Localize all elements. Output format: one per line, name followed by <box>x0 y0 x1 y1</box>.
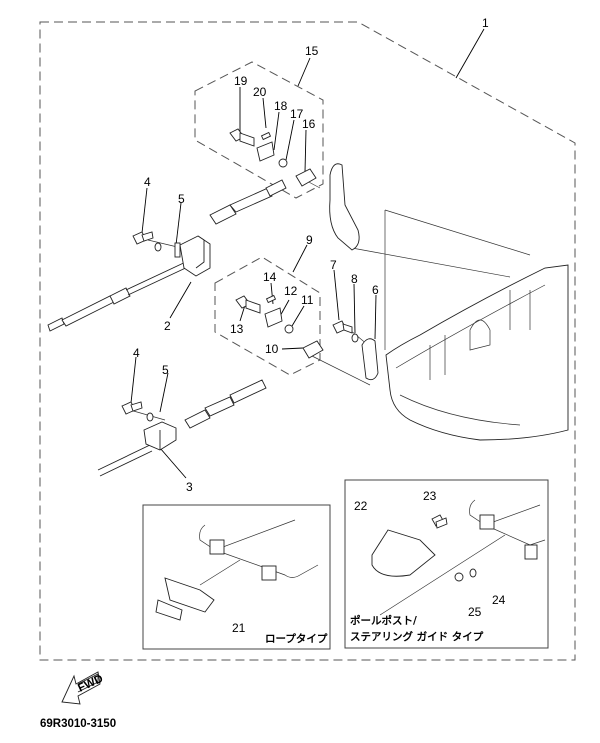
callout-6: 6 <box>372 283 379 297</box>
callout-11: 11 <box>301 293 314 307</box>
fwd-label: FWD <box>76 673 105 695</box>
subassembly-15-boundary <box>194 61 324 199</box>
callout-25: 25 <box>468 605 482 619</box>
control-lever <box>329 163 360 251</box>
callout-16: 16 <box>302 117 316 131</box>
rope-type-caption: ロープタイプ <box>265 632 328 645</box>
callout-13: 13 <box>230 322 244 336</box>
callout-14: 14 <box>263 270 277 284</box>
callout-7: 7 <box>330 258 337 272</box>
callout-9: 9 <box>306 233 313 247</box>
bracket-2 <box>174 235 211 277</box>
callout-8: 8 <box>351 272 358 286</box>
callout-20: 20 <box>253 85 267 99</box>
subassembly-9-parts <box>235 294 324 359</box>
bolt-7 <box>332 320 353 334</box>
inset-rope-type <box>142 504 331 650</box>
callout-22: 22 <box>354 499 368 513</box>
callout-3: 3 <box>186 480 193 494</box>
washer-8 <box>351 333 359 343</box>
callout-4-upper: 4 <box>144 175 151 189</box>
pole-post-caption-line1: ポールポスト/ <box>350 614 417 627</box>
callout-4-lower: 4 <box>133 346 140 360</box>
washer-5-lower <box>146 412 154 422</box>
callout-19: 19 <box>234 74 248 88</box>
assembly-boundary <box>39 21 576 661</box>
callout-5-upper: 5 <box>178 192 185 206</box>
callout-labels: 1 2 3 4 4 5 5 6 7 8 9 10 11 12 13 14 15 … <box>133 16 506 635</box>
callout-15: 15 <box>305 44 319 58</box>
throttle-cable-upper <box>47 179 287 332</box>
bottom-cowling <box>385 264 569 441</box>
callout-23: 23 <box>423 489 437 503</box>
pole-post-parts <box>371 499 546 616</box>
throttle-cable-lower <box>97 379 267 477</box>
bolt-4-upper <box>132 231 154 245</box>
subassembly-15-parts <box>229 128 317 187</box>
bolt-4-lower <box>121 401 143 415</box>
washer-5-upper <box>154 242 162 252</box>
callout-5-lower: 5 <box>162 363 169 377</box>
link-6 <box>361 338 379 381</box>
rope-type-parts <box>155 519 319 621</box>
diagram-code: 69R3010-3150 <box>40 718 116 730</box>
pole-post-caption-line2: ステアリング ガイド タイプ <box>350 630 484 643</box>
callout-10: 10 <box>265 342 279 356</box>
callout-24: 24 <box>492 593 506 607</box>
callout-21: 21 <box>232 621 246 635</box>
callout-2: 2 <box>164 319 171 333</box>
callout-18: 18 <box>274 99 288 113</box>
bracket-3 <box>143 421 177 451</box>
callout-17: 17 <box>290 107 304 121</box>
fwd-arrow-icon <box>61 671 101 705</box>
callout-1: 1 <box>482 16 489 30</box>
callout-12: 12 <box>284 284 298 298</box>
